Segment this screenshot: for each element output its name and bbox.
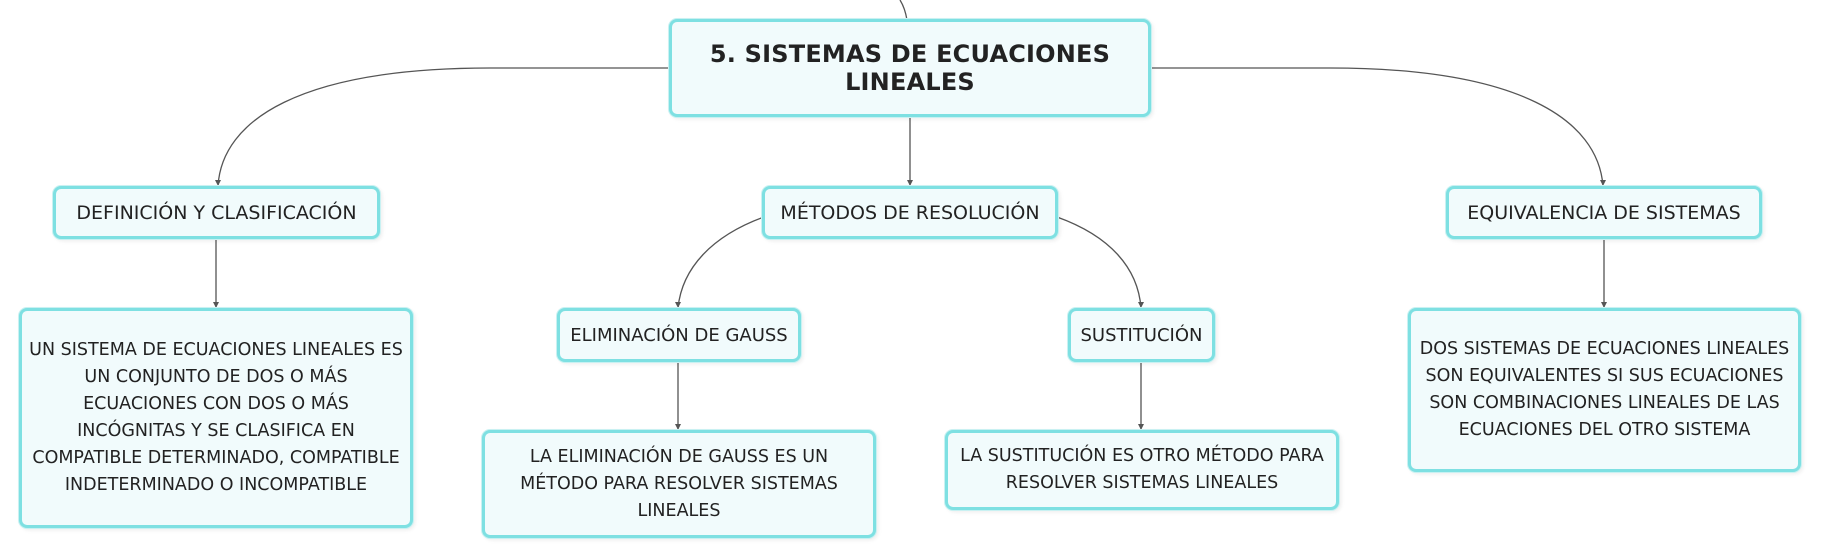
arrowhead-gauss-text: [675, 424, 681, 430]
arrowhead-definicion-text: [213, 302, 219, 308]
arrowhead-equivalencia: [1600, 180, 1606, 186]
definicion-text: UN SISTEMA DE ECUACIONES LINEALES ES UN …: [29, 340, 403, 495]
connector-metodos-to-sustitucion: [1056, 216, 1142, 309]
equivalencia-text-node[interactable]: DOS SISTEMAS DE ECUACIONES LINEALES SON …: [1408, 308, 1801, 472]
arrowhead-equivalencia-text: [1601, 302, 1607, 308]
gauss-node[interactable]: ELIMINACIÓN DE GAUSS: [557, 308, 801, 362]
equivalencia-label: EQUIVALENCIA DE SISTEMAS: [1467, 201, 1741, 224]
connector-root-to-definicion: [217, 67, 670, 187]
sustitucion-text-node[interactable]: LA SUSTITUCIÓN ES OTRO MÉTODO PARA RESOL…: [945, 430, 1339, 510]
definicion-node[interactable]: DEFINICIÓN Y CLASIFICACIÓN: [53, 186, 380, 239]
gauss-text-node[interactable]: LA ELIMINACIÓN DE GAUSS ES UN MÉTODO PAR…: [482, 430, 876, 538]
sustitucion-label: SUSTITUCIÓN: [1080, 324, 1203, 346]
metodos-node[interactable]: MÉTODOS DE RESOLUCIÓN: [762, 186, 1058, 239]
root-topic-label: 5. SISTEMAS DE ECUACIONES LINEALES: [709, 40, 1111, 96]
gauss-text: LA ELIMINACIÓN DE GAUSS ES UN MÉTODO PAR…: [520, 446, 838, 521]
connector-root-to-equivalencia: [1150, 67, 1604, 187]
sustitucion-text: LA SUSTITUCIÓN ES OTRO MÉTODO PARA RESOL…: [960, 446, 1324, 493]
arrowhead-definicion: [215, 180, 221, 186]
gauss-label: ELIMINACIÓN DE GAUSS: [570, 324, 788, 346]
arrowhead-gauss: [675, 302, 681, 308]
equivalencia-text: DOS SISTEMAS DE ECUACIONES LINEALES SON …: [1419, 339, 1790, 440]
connector-metodos-to-gauss: [677, 216, 765, 309]
equivalencia-node[interactable]: EQUIVALENCIA DE SISTEMAS: [1446, 186, 1762, 239]
metodos-label: MÉTODOS DE RESOLUCIÓN: [780, 201, 1040, 224]
arrowhead-sustitucion-text: [1138, 424, 1144, 430]
arrowhead-metodos: [907, 180, 913, 186]
definicion-text-node[interactable]: UN SISTEMA DE ECUACIONES LINEALES ES UN …: [19, 308, 413, 528]
root-topic-node[interactable]: 5. SISTEMAS DE ECUACIONES LINEALES: [669, 19, 1151, 117]
connector-parent-to-root: [899, 0, 908, 21]
sustitucion-node[interactable]: SUSTITUCIÓN: [1068, 308, 1215, 362]
definicion-label: DEFINICIÓN Y CLASIFICACIÓN: [76, 201, 357, 224]
arrowhead-sustitucion: [1138, 302, 1144, 308]
